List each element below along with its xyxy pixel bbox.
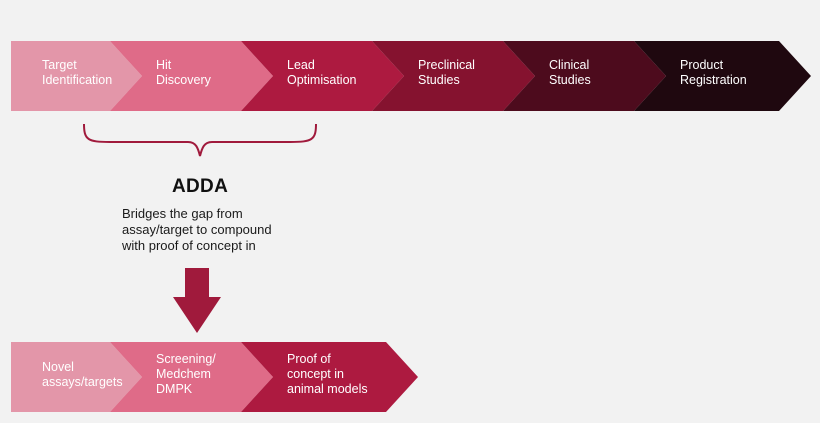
pipeline-step-chevron-1 — [11, 41, 142, 111]
pipeline-step-chevron-4 — [372, 41, 535, 111]
pipeline-step-chevron-5 — [503, 41, 666, 111]
pipeline-step-label-4: Preclinical Studies — [418, 58, 475, 87]
pipeline-step-chevron-6 — [634, 41, 811, 111]
sub-step-chevron-3 — [241, 342, 418, 412]
sub-pipeline-row — [11, 342, 418, 412]
adda-bracket — [83, 123, 317, 157]
sub-step-chevron-2 — [110, 342, 273, 412]
pipeline-step-label-5: Clinical Studies — [549, 58, 591, 87]
pipeline-step-label-6: Product Registration — [680, 58, 747, 87]
pipeline-step-label-2: Hit Discovery — [156, 58, 211, 87]
pipeline-row — [11, 41, 811, 111]
sub-step-label-2: Screening/ Medchem DMPK — [156, 352, 216, 396]
down-arrow-icon — [173, 268, 221, 333]
sub-step-chevron-1 — [11, 342, 142, 412]
pipeline-step-label-1: Target Identification — [42, 58, 113, 87]
adda-description: Bridges the gap from assay/target to com… — [122, 206, 272, 253]
pipeline-step-chevron-3 — [241, 41, 404, 111]
adda-title: ADDA — [172, 176, 229, 197]
sub-step-label-3: Proof of concept in animal models — [287, 352, 368, 396]
pipeline-step-label-3: Lead Optimisation — [287, 58, 357, 87]
pipeline-step-chevron-2 — [110, 41, 273, 111]
sub-step-label-1: Novel assays/targets — [42, 360, 123, 389]
